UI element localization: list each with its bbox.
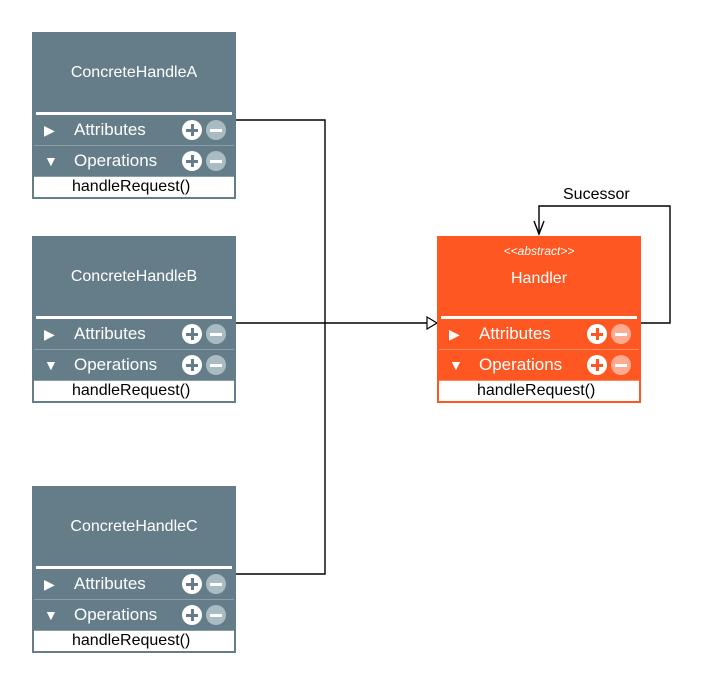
- plus-circle-icon[interactable]: [182, 574, 202, 594]
- plus-circle-icon[interactable]: [182, 151, 202, 171]
- triangle-down-icon[interactable]: ▼: [44, 607, 58, 623]
- class-concrete-handle-b[interactable]: ConcreteHandleB ▶ Attributes ▼ Operation…: [32, 236, 236, 403]
- attributes-label: Attributes: [74, 324, 146, 343]
- inheritance-line-c: [236, 323, 326, 575]
- method-row[interactable]: handleRequest(): [34, 177, 234, 197]
- class-header: <<abstract>> Handler: [439, 238, 639, 316]
- successor-label: Sucessor: [563, 186, 630, 203]
- header-divider: [441, 316, 637, 319]
- triangle-right-icon[interactable]: ▶: [44, 121, 55, 138]
- triangle-down-icon[interactable]: ▼: [44, 357, 58, 373]
- header-divider: [36, 316, 232, 319]
- operations-label: Operations: [479, 355, 563, 374]
- triangle-right-icon[interactable]: ▶: [44, 575, 55, 592]
- method-row[interactable]: handleRequest(): [34, 381, 234, 401]
- header-divider: [36, 566, 232, 569]
- class-name: ConcreteHandleC: [70, 518, 198, 535]
- class-header: ConcreteHandleC: [34, 488, 234, 566]
- minus-circle-icon[interactable]: [206, 605, 226, 625]
- method-row[interactable]: handleRequest(): [439, 381, 639, 401]
- inheritance-line-a: [236, 119, 326, 323]
- plus-circle-icon[interactable]: [587, 324, 607, 344]
- operations-label: Operations: [74, 151, 158, 170]
- triangle-down-icon[interactable]: ▼: [449, 357, 463, 373]
- plus-circle-icon[interactable]: [182, 324, 202, 344]
- minus-circle-icon[interactable]: [206, 324, 226, 344]
- triangle-down-icon[interactable]: ▼: [44, 153, 58, 169]
- class-handler[interactable]: <<abstract>> Handler ▶ Attributes ▼ Oper…: [437, 236, 641, 403]
- attributes-label: Attributes: [479, 324, 551, 343]
- method-row[interactable]: handleRequest(): [34, 631, 234, 651]
- minus-circle-icon[interactable]: [611, 355, 631, 375]
- triangle-right-icon[interactable]: ▶: [44, 325, 55, 342]
- attributes-label: Attributes: [74, 120, 146, 139]
- triangle-right-icon[interactable]: ▶: [449, 325, 460, 342]
- operations-compartment[interactable]: ▼ Operations: [34, 600, 234, 631]
- operations-label: Operations: [74, 605, 158, 624]
- plus-circle-icon[interactable]: [182, 355, 202, 375]
- header-divider: [36, 112, 232, 115]
- attributes-compartment[interactable]: ▶ Attributes: [439, 319, 639, 350]
- attributes-label: Attributes: [74, 574, 146, 593]
- plus-circle-icon[interactable]: [182, 605, 202, 625]
- class-header: ConcreteHandleA: [34, 34, 234, 112]
- class-concrete-handle-a[interactable]: ConcreteHandleA ▶ Attributes ▼ Operation…: [32, 32, 236, 199]
- operations-label: Operations: [74, 355, 158, 374]
- minus-circle-icon[interactable]: [206, 151, 226, 171]
- minus-circle-icon[interactable]: [611, 324, 631, 344]
- attributes-compartment[interactable]: ▶ Attributes: [34, 569, 234, 600]
- operations-compartment[interactable]: ▼ Operations: [439, 350, 639, 381]
- class-name: ConcreteHandleB: [70, 268, 198, 285]
- attributes-compartment[interactable]: ▶ Attributes: [34, 319, 234, 350]
- operations-compartment[interactable]: ▼ Operations: [34, 146, 234, 177]
- plus-circle-icon[interactable]: [587, 355, 607, 375]
- minus-circle-icon[interactable]: [206, 355, 226, 375]
- plus-circle-icon[interactable]: [182, 120, 202, 140]
- class-concrete-handle-c[interactable]: ConcreteHandleC ▶ Attributes ▼ Operation…: [32, 486, 236, 653]
- stereotype-label: <<abstract>>: [503, 244, 575, 258]
- minus-circle-icon[interactable]: [206, 574, 226, 594]
- class-name: Handler: [510, 270, 568, 287]
- attributes-compartment[interactable]: ▶ Attributes: [34, 115, 234, 146]
- successor-self-association: [533, 205, 671, 324]
- operations-compartment[interactable]: ▼ Operations: [34, 350, 234, 381]
- class-name: ConcreteHandleA: [70, 64, 198, 81]
- minus-circle-icon[interactable]: [206, 120, 226, 140]
- class-header: ConcreteHandleB: [34, 238, 234, 316]
